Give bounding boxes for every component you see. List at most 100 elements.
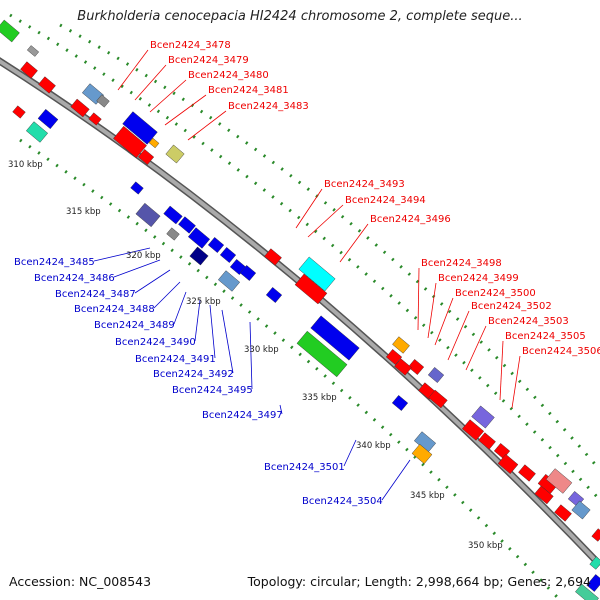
gene-label[interactable]: Bcen2424_3504 xyxy=(302,496,383,507)
gene-label[interactable]: Bcen2424_3483 xyxy=(228,101,309,112)
gene-label[interactable]: Bcen2424_3499 xyxy=(438,273,519,284)
gene-block[interactable] xyxy=(534,485,554,505)
gene-block[interactable] xyxy=(497,453,519,475)
gene-block[interactable] xyxy=(478,432,496,450)
gene-block[interactable] xyxy=(591,528,600,542)
leader-line xyxy=(381,459,411,501)
gene-block[interactable] xyxy=(265,287,283,303)
gene-label[interactable]: Bcen2424_3490 xyxy=(115,337,196,348)
gene-block[interactable] xyxy=(26,45,40,57)
gene-block[interactable] xyxy=(391,395,409,411)
gene-block[interactable] xyxy=(310,315,360,361)
gene-block[interactable] xyxy=(239,265,257,281)
gene-block[interactable] xyxy=(96,94,110,108)
leader-line xyxy=(339,223,369,263)
gene-block[interactable] xyxy=(165,144,185,164)
leader-line xyxy=(153,281,181,309)
gene-blocks[interactable] xyxy=(0,19,600,600)
gene-block[interactable] xyxy=(296,330,348,378)
gene-block[interactable] xyxy=(545,468,573,494)
gene-block[interactable] xyxy=(187,227,211,249)
gene-label[interactable]: Bcen2424_3480 xyxy=(188,70,269,81)
gene-label[interactable]: Bcen2424_3502 xyxy=(471,301,552,312)
gene-block[interactable] xyxy=(589,556,600,570)
gene-label[interactable]: Bcen2424_3478 xyxy=(150,40,231,51)
gene-block[interactable] xyxy=(471,405,495,429)
gene-label[interactable]: Bcen2424_3501 xyxy=(264,462,345,473)
gene-block[interactable] xyxy=(137,149,155,165)
gene-block[interactable] xyxy=(12,105,26,119)
gene-label[interactable]: Bcen2424_3489 xyxy=(94,320,175,331)
gene-block[interactable] xyxy=(207,237,225,253)
gene-block[interactable] xyxy=(217,270,241,292)
gene-block[interactable] xyxy=(122,111,158,145)
leader-line xyxy=(447,310,470,361)
gene-label[interactable]: Bcen2424_3498 xyxy=(421,258,502,269)
gene-label[interactable]: Bcen2424_3496 xyxy=(370,214,451,225)
gene-block[interactable] xyxy=(70,98,90,118)
gene-block[interactable] xyxy=(37,108,59,130)
gene-label[interactable]: Bcen2424_3479 xyxy=(168,55,249,66)
leader-line xyxy=(209,304,216,359)
gene-block[interactable] xyxy=(219,247,237,263)
gene-label[interactable]: Bcen2424_3500 xyxy=(455,288,536,299)
gene-block[interactable] xyxy=(163,205,183,225)
gene-block[interactable] xyxy=(518,464,536,482)
gene-block[interactable] xyxy=(554,504,572,522)
gene-block[interactable] xyxy=(38,76,56,94)
gene-label[interactable]: Bcen2424_3481 xyxy=(208,85,289,96)
gene-block[interactable] xyxy=(166,227,180,241)
leader-line xyxy=(93,247,151,262)
gene-label[interactable]: Bcen2424_3487 xyxy=(55,289,136,300)
gene-label[interactable]: Bcen2424_3492 xyxy=(153,369,234,380)
leader-line xyxy=(117,49,149,91)
gene-label[interactable]: Bcen2424_3494 xyxy=(345,195,426,206)
gene-block[interactable] xyxy=(148,137,160,149)
gene-label[interactable]: Bcen2424_3495 xyxy=(172,385,253,396)
gene-label[interactable]: Bcen2424_3505 xyxy=(505,331,586,342)
gene-block[interactable] xyxy=(135,202,161,228)
gene-label[interactable]: Bcen2424_3503 xyxy=(488,316,569,327)
gene-block[interactable] xyxy=(461,419,485,441)
gene-block[interactable] xyxy=(189,246,209,266)
gene-label[interactable]: Bcen2424_3486 xyxy=(34,273,115,284)
gene-block[interactable] xyxy=(571,500,591,520)
gene-block[interactable] xyxy=(113,125,147,159)
gene-block[interactable] xyxy=(130,181,144,195)
gene-block[interactable] xyxy=(394,358,412,376)
scale-tick-label: 340 kbp xyxy=(356,441,391,451)
gene-block[interactable] xyxy=(25,121,49,143)
gene-block[interactable] xyxy=(264,248,282,266)
leader-line xyxy=(434,297,454,346)
gene-labels[interactable]: Bcen2424_3478Bcen2424_3479Bcen2424_3480B… xyxy=(14,40,600,507)
gene-label[interactable]: Bcen2424_3493 xyxy=(324,179,405,190)
gene-label[interactable]: Bcen2424_3506 xyxy=(522,346,600,357)
gene-label[interactable]: Bcen2424_3497 xyxy=(202,410,283,421)
gene-block[interactable] xyxy=(392,336,410,354)
leader-line xyxy=(194,299,201,342)
gene-block[interactable] xyxy=(385,349,403,365)
gene-block[interactable] xyxy=(294,273,328,305)
gene-block[interactable] xyxy=(0,19,20,43)
gene-block[interactable] xyxy=(586,574,600,592)
gene-block[interactable] xyxy=(298,256,336,292)
gene-label[interactable]: Bcen2424_3488 xyxy=(74,304,155,315)
gene-block[interactable] xyxy=(411,443,433,465)
gene-label[interactable]: Bcen2424_3485 xyxy=(14,257,95,268)
gene-label[interactable]: Bcen2424_3491 xyxy=(135,354,216,365)
leader-line xyxy=(134,64,167,101)
scale-tick-label: 345 kbp xyxy=(410,491,445,501)
leader-line xyxy=(113,259,161,278)
scale-tick-label: 350 kbp xyxy=(468,541,503,551)
gene-block[interactable] xyxy=(428,389,448,409)
scale-tick-label: 325 kbp xyxy=(186,297,221,307)
leader-line xyxy=(295,188,323,229)
gene-block[interactable] xyxy=(427,367,445,383)
gene-block[interactable] xyxy=(575,583,599,600)
gene-block[interactable] xyxy=(178,216,196,234)
gene-block[interactable] xyxy=(20,61,38,79)
gene-block[interactable] xyxy=(88,112,102,126)
gene-block[interactable] xyxy=(407,359,425,375)
